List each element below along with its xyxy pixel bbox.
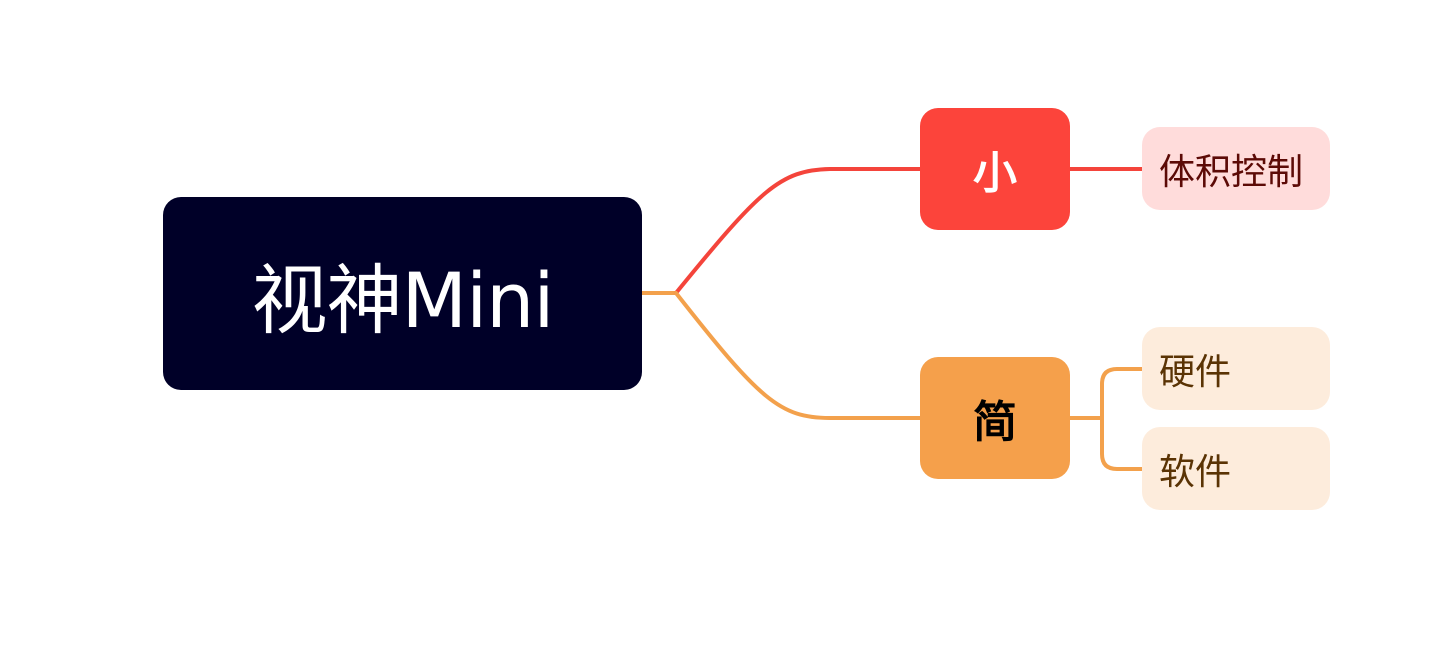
root-node[interactable]: 视神Mini: [163, 197, 642, 390]
branch-node-small-label: 小: [973, 148, 1017, 199]
root-node-label: 视神Mini: [251, 255, 555, 345]
leaf-node-hardware-label: 硬件: [1159, 351, 1232, 393]
leaf-node-size-control-label: 体积控制: [1159, 151, 1304, 193]
branch-node-small[interactable]: 小: [920, 108, 1070, 230]
connector-root-to-simple: [674, 291, 922, 420]
leaf-node-software[interactable]: 软件: [1142, 427, 1330, 510]
leaf-node-software-label: 软件: [1159, 451, 1232, 493]
branch-node-simple[interactable]: 简: [920, 357, 1070, 479]
branch-node-simple-label: 简: [973, 397, 1017, 448]
connector-simple-to-software: [1100, 416, 1144, 471]
connector-root-to-small: [674, 167, 922, 295]
connector-simple-to-hardware: [1100, 367, 1144, 420]
leaf-node-hardware[interactable]: 硬件: [1142, 327, 1330, 410]
leaf-node-size-control[interactable]: 体积控制: [1142, 127, 1330, 210]
